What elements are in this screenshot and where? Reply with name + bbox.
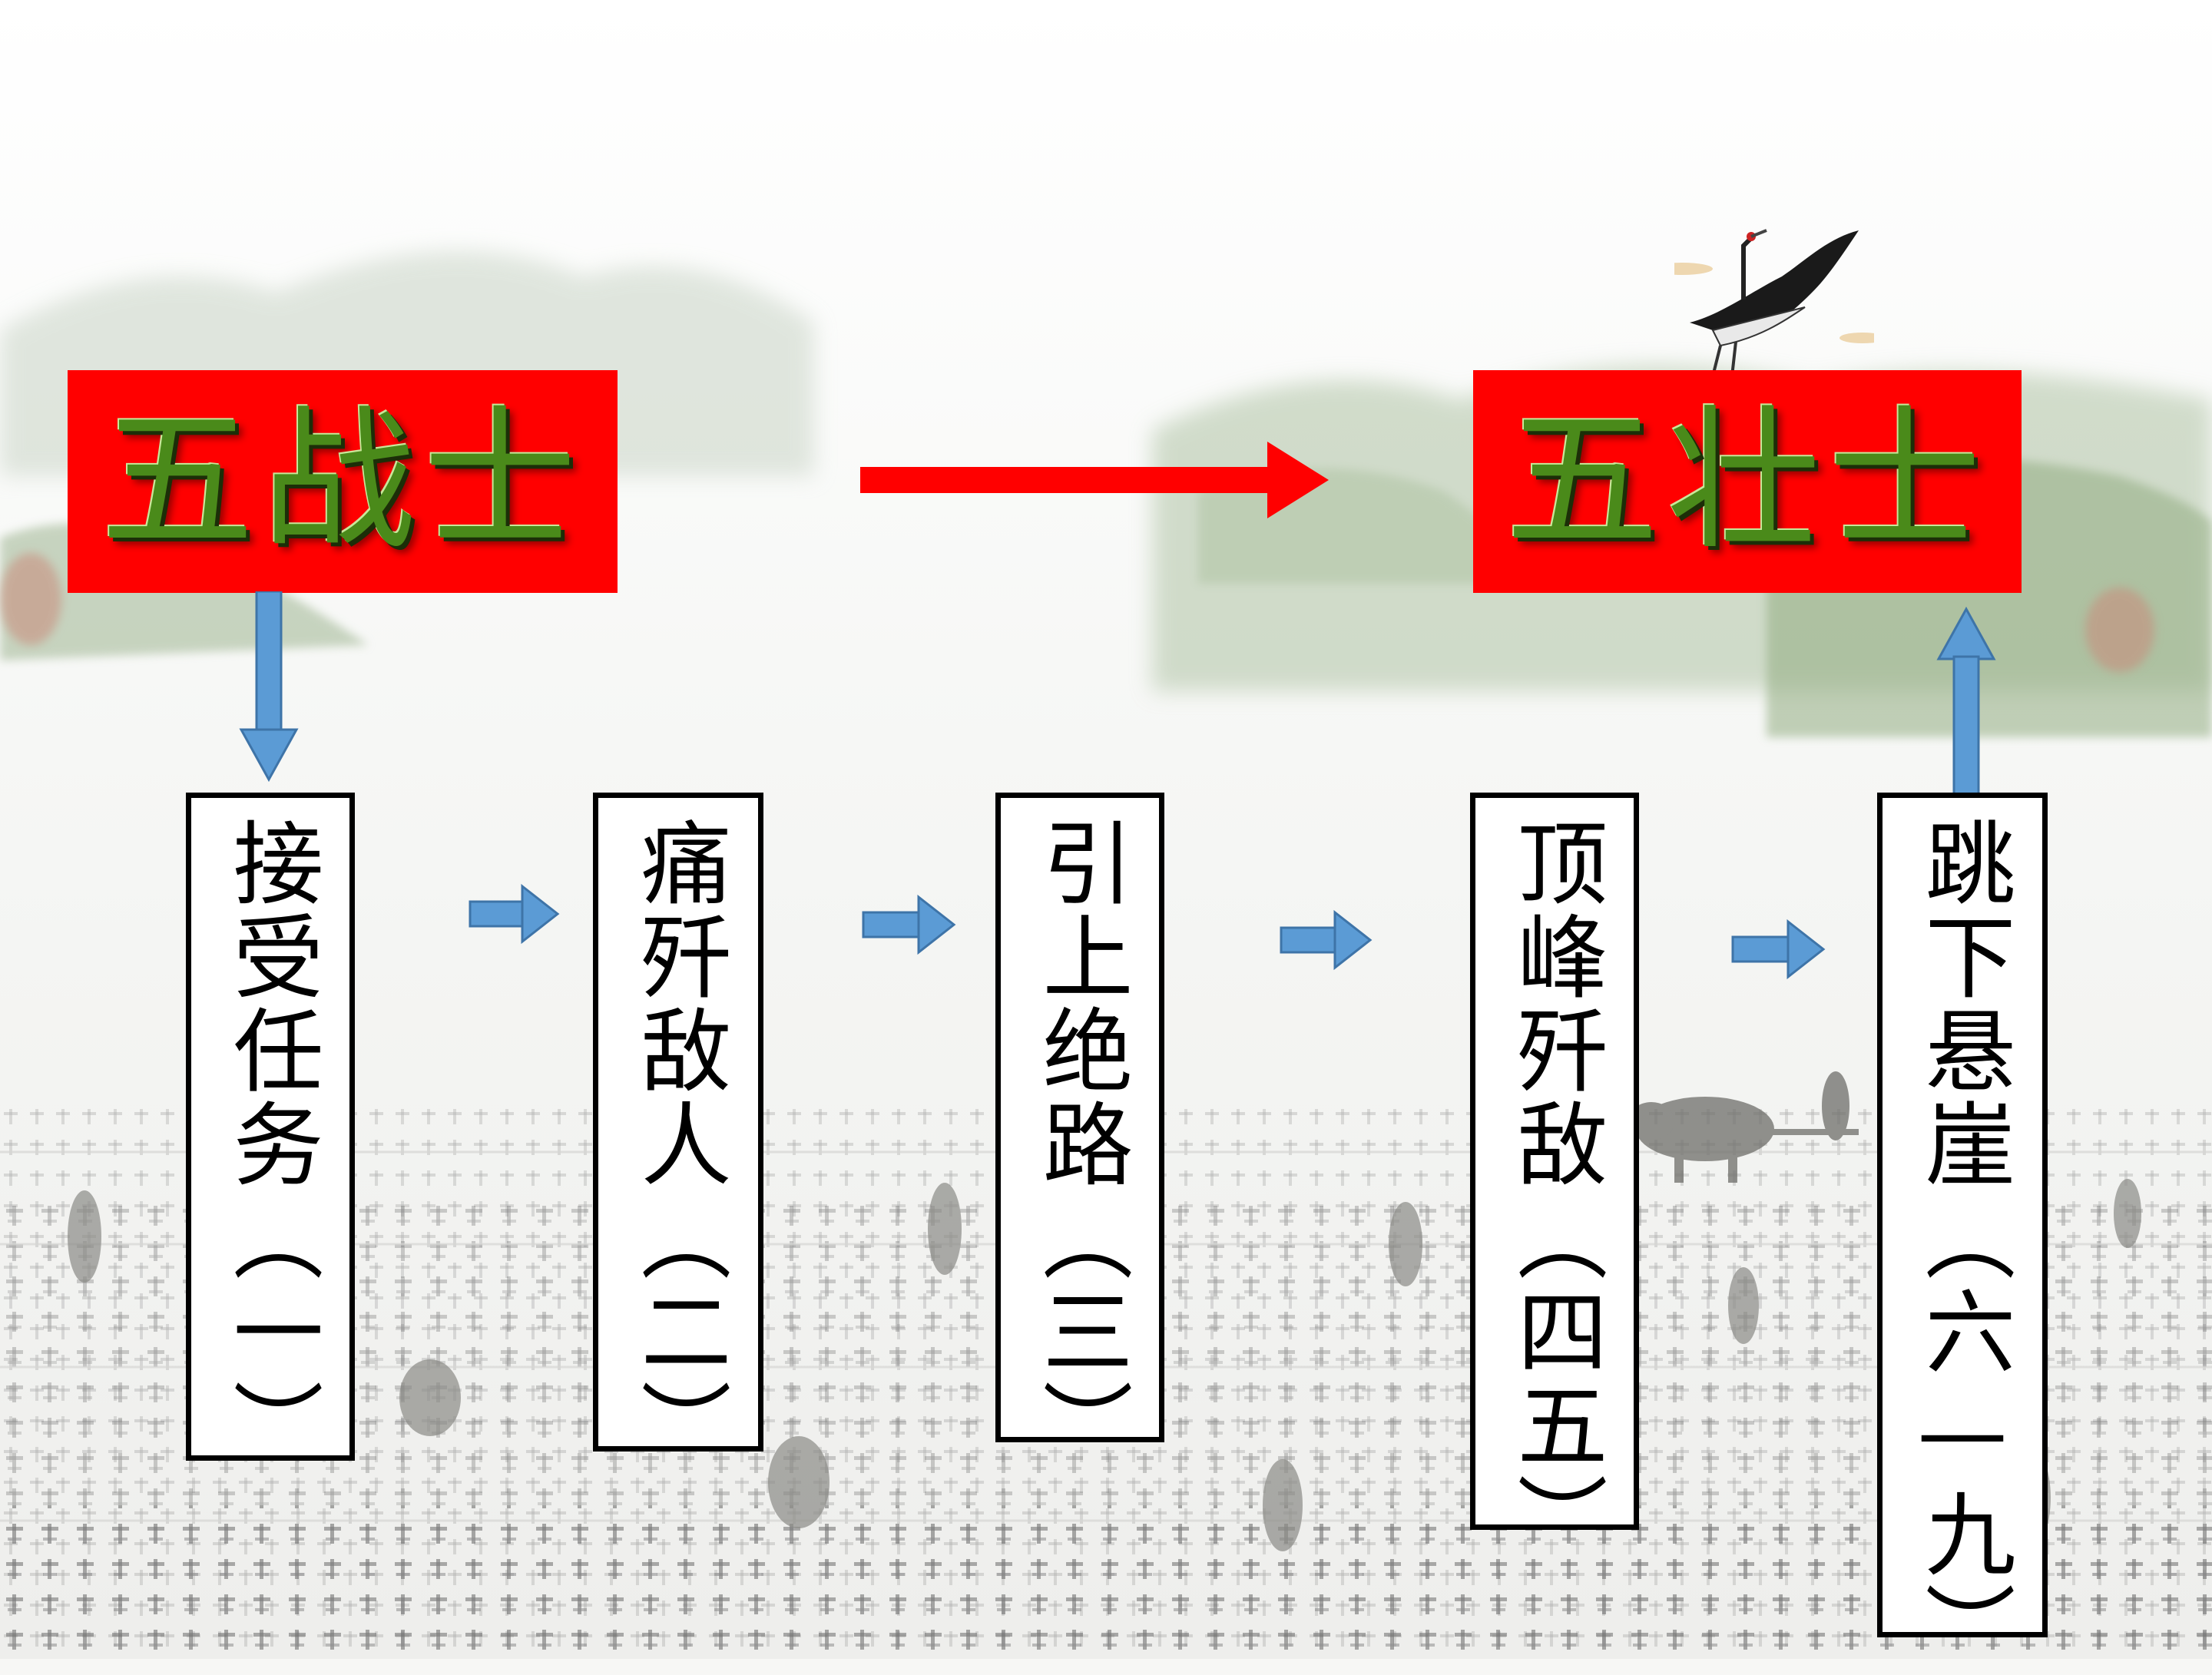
- step-label-1: 接受任务（一）: [217, 816, 323, 1472]
- flow-arrow-3-icon: [1280, 909, 1373, 971]
- title-box-left: 五战士: [68, 370, 618, 593]
- step-box-5: 跳下悬崖（六—九）: [1877, 793, 2048, 1675]
- flow-arrow-1-icon: [469, 883, 560, 945]
- step-box-4: 顶峰歼敌（四五）: [1470, 793, 1639, 1566]
- arrow-down-icon: [239, 591, 299, 783]
- title-five-warriors: 五战士: [100, 392, 584, 571]
- step-box-3: 引上绝路（三）: [995, 793, 1164, 1472]
- crane-icon: [1674, 229, 1874, 376]
- flow-arrow-2-icon: [862, 894, 956, 955]
- step-label-3: 引上绝路（三）: [1027, 816, 1133, 1472]
- arrow-up-icon: [1936, 607, 1996, 799]
- step-label-5: 跳下悬崖（六—九）: [1909, 816, 2015, 1675]
- step-label-2: 痛歼敌人（二）: [625, 816, 731, 1472]
- title-five-heroes: 五壮士: [1505, 392, 1989, 571]
- flow-arrow-4-icon: [1731, 919, 1826, 980]
- main-arrow-right-icon: [860, 442, 1329, 518]
- title-box-right: 五壮士: [1473, 370, 2022, 593]
- step-box-2: 痛歼敌人（二）: [593, 793, 763, 1472]
- step-label-4: 顶峰歼敌（四五）: [1502, 816, 1608, 1566]
- step-box-1: 接受任务（一）: [186, 793, 355, 1472]
